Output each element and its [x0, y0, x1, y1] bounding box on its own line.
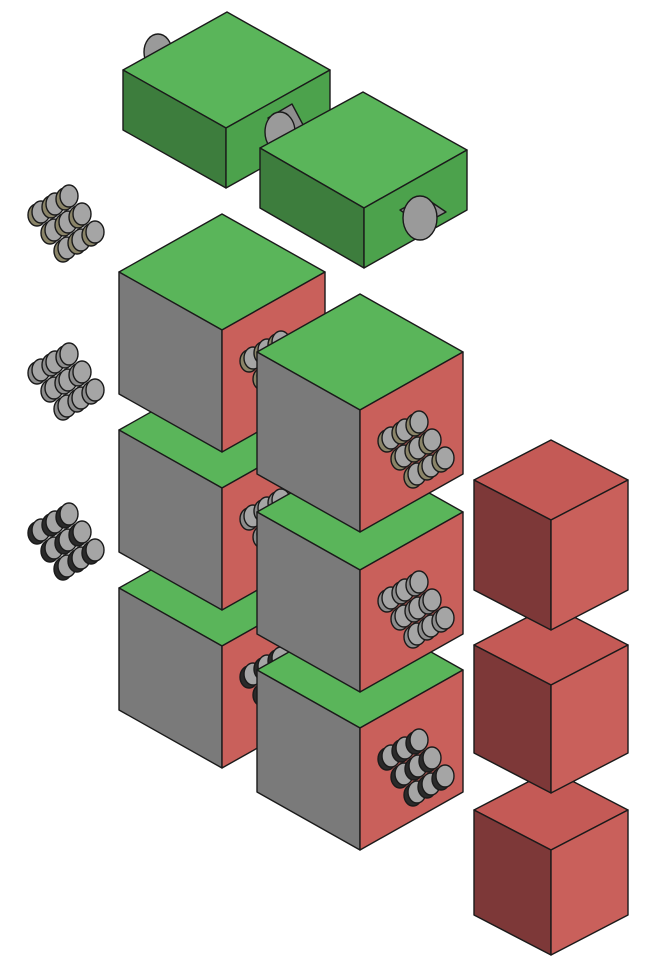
pellet-cluster-black — [27, 502, 105, 581]
pellet-clusters-left — [27, 184, 105, 581]
pellet-face — [85, 220, 105, 244]
pellet-face — [72, 202, 92, 226]
pellet-face — [422, 588, 442, 612]
pellet-cluster-gray — [27, 342, 105, 421]
block-side-face — [550, 644, 629, 794]
cube-column-front — [256, 293, 464, 851]
pellet-face — [59, 342, 79, 366]
pellet-cluster-tan — [27, 184, 105, 263]
pellet-face — [409, 570, 429, 594]
pellet-face — [59, 184, 79, 208]
connector-shaft — [402, 195, 438, 241]
block-side-face — [550, 479, 629, 631]
red-block-bottom — [473, 769, 629, 956]
cube-pellet-cluster — [377, 570, 455, 649]
cube-pellet-cluster — [377, 728, 455, 807]
pellet-face — [85, 378, 105, 402]
pellet-face — [72, 360, 92, 384]
pellet-face — [409, 728, 429, 752]
cube-pellet-cluster — [377, 410, 455, 489]
green-module-right — [259, 91, 468, 269]
block-side-face — [550, 809, 629, 956]
pellet-face — [85, 538, 105, 562]
pellet-face — [435, 446, 455, 470]
pellet-face — [435, 606, 455, 630]
red-block-top — [473, 439, 629, 631]
red-block-middle — [473, 604, 629, 794]
red-block-stack — [473, 439, 629, 956]
pellet-face — [422, 428, 442, 452]
pellet-face — [435, 764, 455, 788]
pellet-face — [409, 410, 429, 434]
cube-front-top — [256, 293, 464, 533]
pellet-face — [59, 502, 79, 526]
pellet-face — [72, 520, 92, 544]
pellet-face — [422, 746, 442, 770]
